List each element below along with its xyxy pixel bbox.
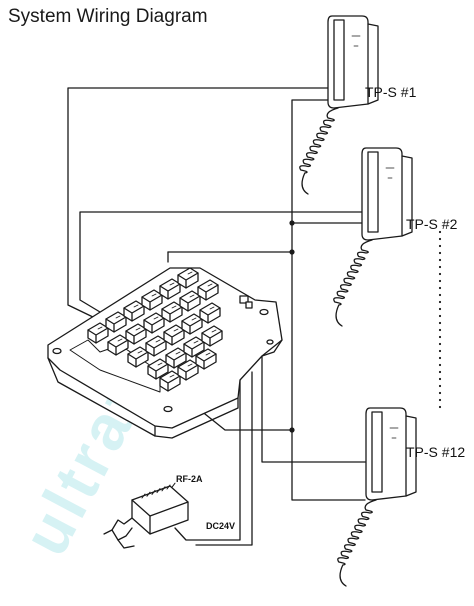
page-title: System Wiring Diagram [8,6,208,27]
phone-group [299,15,417,587]
jack-port [143,312,165,334]
power-adapter [103,482,189,549]
jack-port [159,370,181,392]
phone-handset [333,147,413,327]
jack-port [199,302,221,324]
wire-phone-2 [79,211,363,313]
jack-port [159,278,181,300]
jack-port [147,358,169,380]
jack-port [105,311,127,333]
phone-handset [337,407,417,587]
jack-port [127,346,149,368]
jack-port [165,347,187,369]
wire-phone-1 [67,87,331,319]
jack-port [195,348,217,370]
adapter-voltage-label: DC24V [206,521,236,531]
wire-trunk-1 [291,99,366,501]
jack-port [141,289,163,311]
phone-label-12: TP-S #12 [406,444,466,460]
phone-label-2: TP-S #2 [406,216,458,232]
phone-handset [299,15,379,195]
wire-bundle [67,87,366,546]
jack-port [125,323,147,345]
jack-port [197,279,219,301]
power-plug [111,517,133,541]
jack-panel [47,267,283,439]
phone-label-1: TP-S #1 [365,84,417,100]
jack-port [179,290,201,312]
jack-port [177,267,199,289]
wire-power-a [174,379,241,541]
jack-array [87,267,223,392]
jack-port [107,334,129,356]
coiled-cord [299,107,339,195]
wire-power-b [195,371,253,546]
jack-port [183,336,205,358]
jack-port [163,324,185,346]
jack-port [123,300,145,322]
jack-port [145,335,167,357]
jack-port [161,301,183,323]
jack-port [181,313,203,335]
jack-port [177,359,199,381]
coiled-cord [333,239,373,327]
continuation-dots [438,230,442,409]
coiled-cord [337,499,377,587]
jack-port [87,322,109,344]
wire-phone-12 [261,319,366,463]
adapter-model-label: RF-2A [176,474,203,484]
jack-port [201,325,223,347]
